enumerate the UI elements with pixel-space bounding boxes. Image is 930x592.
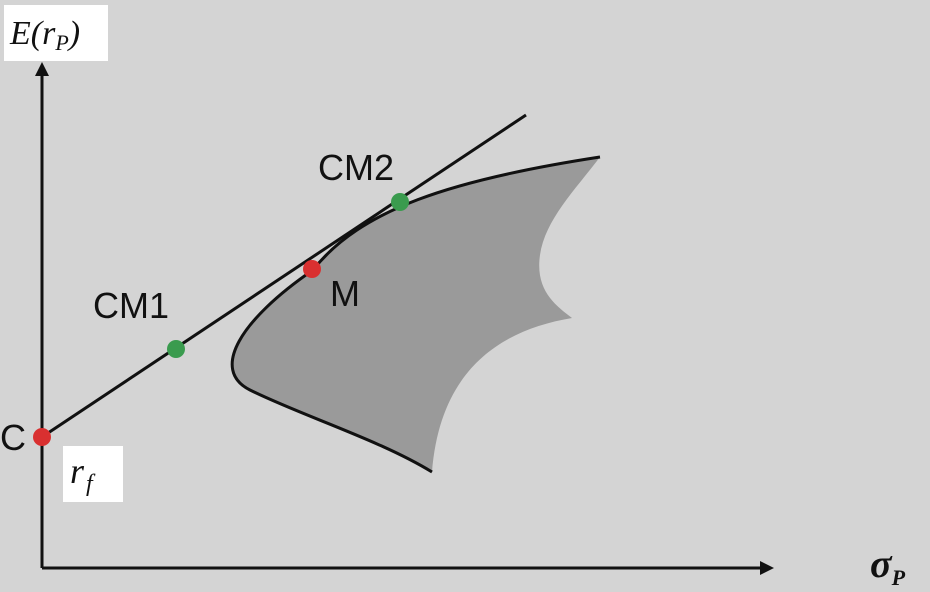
rf-label-box bbox=[63, 446, 123, 502]
y-axis-arrow bbox=[35, 62, 49, 76]
point-c bbox=[33, 428, 51, 446]
x-axis-label: σP bbox=[870, 541, 906, 590]
y-axis-label: E(rP) bbox=[9, 15, 80, 55]
point-cm1 bbox=[167, 340, 185, 358]
point-m-label: M bbox=[330, 273, 360, 314]
point-cm2-label: CM2 bbox=[318, 147, 394, 188]
feasible-region bbox=[232, 157, 600, 472]
x-axis-arrow bbox=[760, 561, 774, 575]
point-cm1-label: CM1 bbox=[93, 285, 169, 326]
point-m bbox=[303, 260, 321, 278]
frontier-curve bbox=[230, 155, 601, 474]
rf-label: rf bbox=[70, 451, 96, 497]
point-c-label: C bbox=[0, 417, 26, 458]
point-cm2 bbox=[391, 193, 409, 211]
y-axis-label-box bbox=[4, 5, 108, 61]
capital-market-line bbox=[41, 113, 527, 439]
